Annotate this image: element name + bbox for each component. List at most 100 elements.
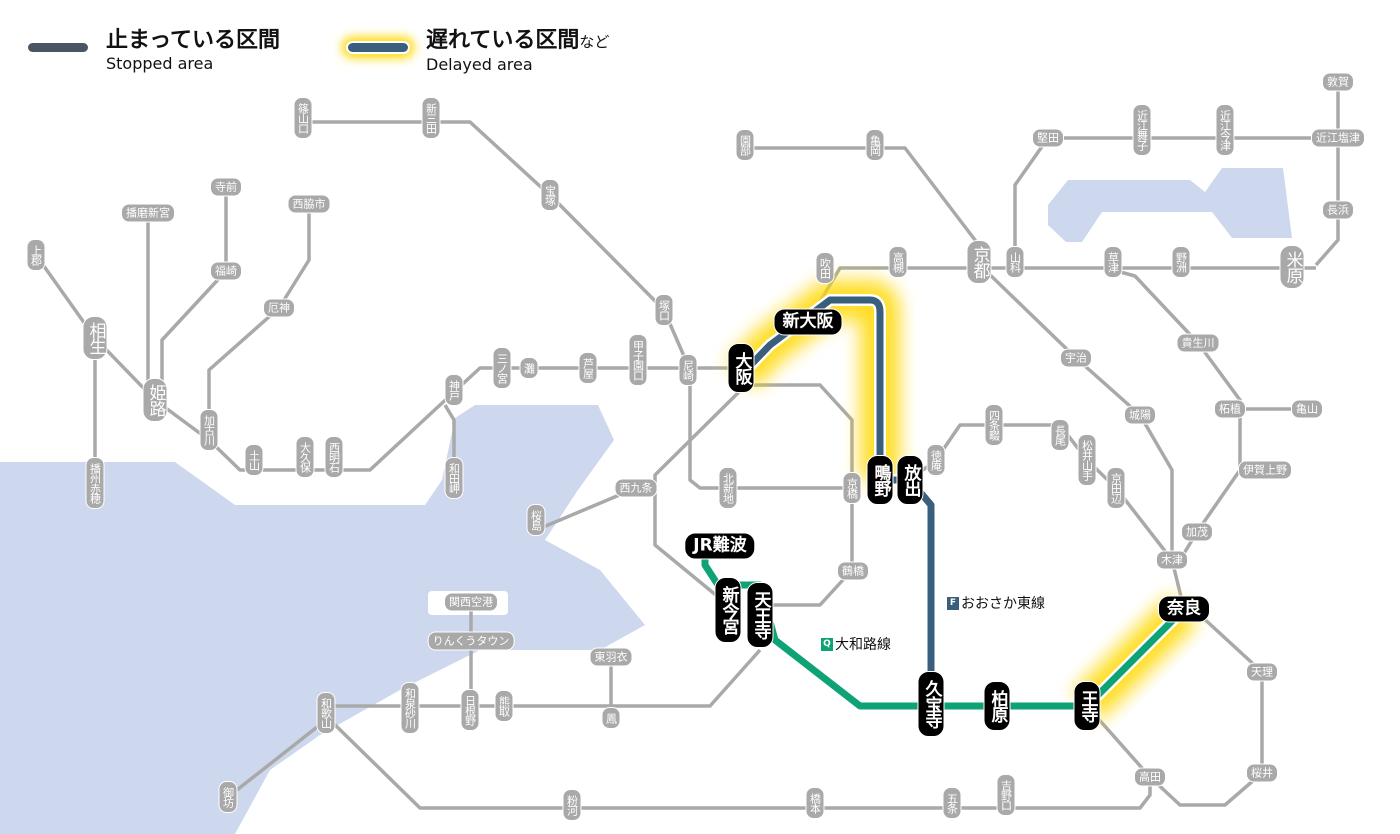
station-tsuge[interactable]: 柘植 [1214, 399, 1246, 419]
station-suita[interactable]: 吹田 [815, 252, 835, 284]
station-takatsuki[interactable]: 高槻 [888, 246, 908, 278]
line-badge-f: F [947, 596, 959, 610]
station-koshienguchi[interactable]: 甲子園口 [628, 334, 648, 386]
station-harimashingu[interactable]: 播磨新宮 [121, 203, 175, 223]
station-yakujin[interactable]: 厄神 [263, 298, 295, 318]
station-rinkutown[interactable]: りんくうタウン [427, 631, 515, 651]
station-jrnamba[interactable]: JR難波 [684, 532, 756, 560]
station-kibukawa[interactable]: 貴生川 [1176, 333, 1220, 353]
station-nishiakashi[interactable]: 西明石 [324, 436, 344, 478]
line-label-yamatoji[interactable]: Q 大和路線 [818, 633, 894, 655]
osaka-bay [0, 405, 645, 834]
station-hanaten[interactable]: 放出 [896, 455, 924, 505]
station-izumisunagawa[interactable]: 和泉砂川 [400, 682, 420, 734]
line-name: おおさか東線 [961, 596, 1045, 612]
legend-delayed: 遅れている区間など Delayed area [348, 28, 609, 75]
station-tennoji[interactable]: 天王寺 [746, 582, 774, 648]
station-hashimoto[interactable]: 橋本 [805, 787, 825, 819]
station-tsuchiyama[interactable]: 土山 [244, 444, 264, 476]
legend-delayed-jp: 遅れている区間 [426, 28, 580, 53]
line-badge-q: Q [821, 637, 833, 651]
station-nagahama[interactable]: 長浜 [1322, 200, 1354, 220]
station-fukusaki[interactable]: 福崎 [210, 261, 242, 281]
station-omimaiko[interactable]: 近江舞子 [1132, 104, 1152, 156]
station-sannomiya[interactable]: 三ノ宮 [492, 347, 512, 389]
station-shinosaka[interactable]: 新大阪 [773, 308, 843, 336]
stopped-swatch [28, 43, 88, 52]
line-name: 大和路線 [835, 637, 891, 653]
station-sakurajima[interactable]: 桜島 [526, 504, 546, 536]
station-takada[interactable]: 高田 [1134, 767, 1166, 787]
station-banshuako[interactable]: 播州赤穂 [85, 457, 105, 509]
lake-biwa [1048, 168, 1292, 242]
station-nishiwakishi[interactable]: 西脇市 [287, 194, 331, 214]
station-takarazuka[interactable]: 宝塚 [540, 179, 560, 211]
station-nara[interactable]: 奈良 [1158, 595, 1210, 623]
station-shinimamiya[interactable]: 新今宮 [714, 577, 742, 643]
station-kyoto[interactable]: 京都 [966, 240, 992, 284]
station-kyuhoji[interactable]: 久宝寺 [917, 671, 945, 737]
line-label-osaka-higashi[interactable]: F おおさか東線 [944, 592, 1048, 614]
station-yasu[interactable]: 野洲 [1171, 246, 1191, 278]
legend-delayed-en: Delayed area [426, 55, 533, 74]
station-osaka[interactable]: 大阪 [727, 343, 755, 393]
station-gojo[interactable]: 五条 [942, 787, 962, 819]
station-nagao[interactable]: 長尾 [1050, 419, 1070, 451]
station-nishikujo[interactable]: 西九条 [614, 478, 658, 498]
station-tokuan[interactable]: 徳庵 [926, 444, 946, 476]
station-okubo[interactable]: 大久保 [295, 436, 315, 478]
station-shijonawate[interactable]: 四条畷 [984, 404, 1004, 446]
station-shinsanda[interactable]: 新三田 [421, 97, 441, 139]
station-omiimazu[interactable]: 近江今津 [1215, 104, 1235, 156]
station-kameyama[interactable]: 亀山 [1291, 399, 1323, 419]
legend-delayed-suffix: など [579, 33, 610, 51]
station-yamashina[interactable]: 山科 [1005, 246, 1025, 278]
station-kokawa[interactable]: 粉河 [562, 789, 582, 821]
station-sakurai[interactable]: 桜井 [1246, 763, 1278, 783]
station-yoshinoguchi[interactable]: 吉野口 [996, 774, 1016, 816]
station-igaueno[interactable]: 伊賀上野 [1238, 460, 1292, 480]
station-kizu[interactable]: 木津 [1156, 550, 1188, 570]
station-himeji[interactable]: 姫路 [142, 378, 168, 422]
station-sasayamaguchi[interactable]: 篠山口 [293, 97, 313, 139]
station-kumatori[interactable]: 熊取 [494, 690, 514, 722]
station-hineno[interactable]: 日根野 [460, 689, 480, 731]
delayed-swatch [348, 43, 408, 52]
legend-stopped: 止まっている区間 Stopped area [28, 28, 280, 74]
legend-stopped-jp: 止まっている区間 [106, 28, 281, 53]
station-kitashinchi[interactable]: 北新地 [718, 467, 738, 509]
station-shigino[interactable]: 鴫野 [866, 455, 894, 505]
station-matsuiyamate[interactable]: 松井山手 [1077, 434, 1097, 486]
station-teramae[interactable]: 寺前 [210, 177, 242, 197]
station-kobe[interactable]: 神戸 [444, 374, 464, 406]
station-amagasaki[interactable]: 尼崎 [678, 354, 698, 386]
station-kashiwara[interactable]: 柏原 [983, 681, 1011, 731]
station-joyo[interactable]: 城陽 [1124, 405, 1156, 425]
station-omishiotsu[interactable]: 近江塩津 [1311, 128, 1365, 148]
station-tsukaguchi[interactable]: 塚口 [654, 294, 674, 326]
station-oji[interactable]: 王寺 [1073, 681, 1101, 731]
station-otori[interactable]: 鳳 [601, 707, 621, 729]
station-nada[interactable]: 灘 [519, 357, 539, 379]
station-tsuruga[interactable]: 敦賀 [1322, 72, 1354, 92]
station-sonobe[interactable]: 園部 [735, 129, 755, 161]
station-kansaiairport[interactable]: 関西空港 [444, 592, 498, 612]
station-uji[interactable]: 宇治 [1060, 348, 1092, 368]
station-tsuruhashi[interactable]: 鶴橋 [837, 561, 869, 581]
station-katata[interactable]: 堅田 [1032, 128, 1064, 148]
station-tenri[interactable]: 天理 [1246, 662, 1278, 682]
station-higashihagoromo[interactable]: 東羽衣 [589, 647, 633, 667]
station-kyotanabe[interactable]: 京田辺 [1106, 467, 1126, 509]
station-aioi[interactable]: 相生 [82, 316, 108, 360]
station-kamigori[interactable]: 上郡 [26, 239, 46, 271]
station-kyobashi[interactable]: 京橋 [842, 472, 862, 504]
station-kusatsu[interactable]: 草津 [1103, 246, 1123, 278]
station-gobo[interactable]: 御坊 [218, 781, 238, 813]
station-kamo[interactable]: 加茂 [1181, 522, 1213, 542]
station-kakogawa[interactable]: 加古川 [199, 409, 219, 451]
station-maibara[interactable]: 米原 [1279, 245, 1305, 289]
station-kameoka[interactable]: 亀岡 [865, 129, 885, 161]
station-ashiya[interactable]: 芦屋 [578, 352, 598, 384]
station-wadamisaki[interactable]: 和田岬 [444, 457, 464, 499]
station-wakayama[interactable]: 和歌山 [316, 692, 336, 734]
